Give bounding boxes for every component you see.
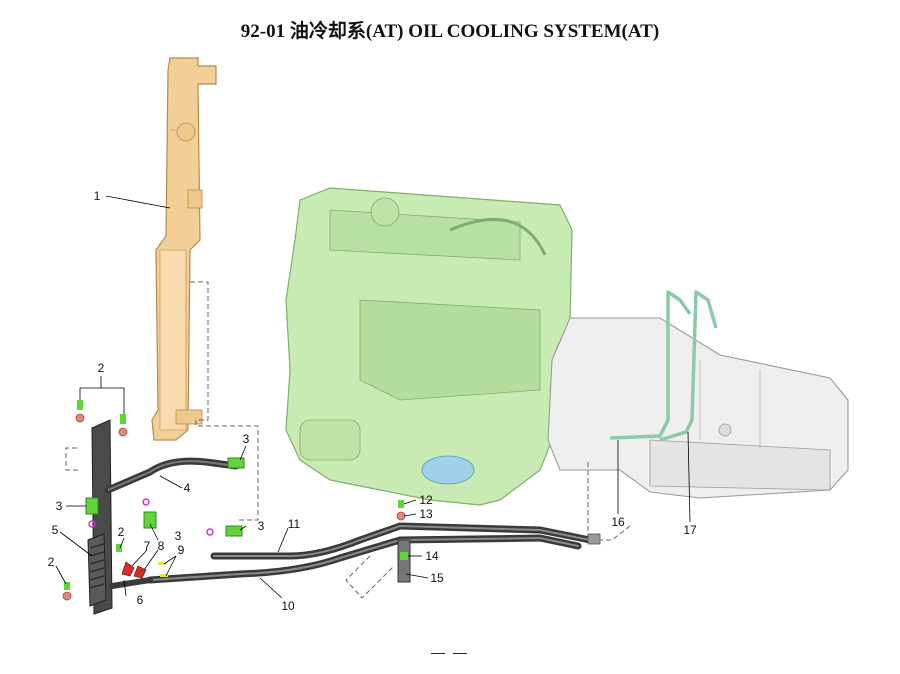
hose-4 xyxy=(104,457,240,494)
callout-3-upper: 3 xyxy=(243,432,250,446)
bolt-2a xyxy=(77,400,83,410)
clip-14 xyxy=(400,552,408,560)
pipes-10-11 xyxy=(109,522,594,589)
callout-5: 5 xyxy=(52,523,59,537)
callout-4: 4 xyxy=(184,481,191,495)
callout-15: 15 xyxy=(430,571,444,585)
callout-14: 14 xyxy=(425,549,439,563)
callout-13: 13 xyxy=(419,507,433,521)
callout-6: 6 xyxy=(137,593,144,607)
callout-12: 12 xyxy=(419,493,433,507)
bolt-12 xyxy=(398,500,404,508)
fitting-3-left xyxy=(85,497,99,515)
callout-10: 10 xyxy=(281,599,295,613)
clip-7 xyxy=(121,561,135,577)
callout-3-left: 3 xyxy=(56,499,63,513)
callout-16: 16 xyxy=(611,515,625,529)
fittings xyxy=(62,400,601,601)
oil-cooler xyxy=(87,419,113,615)
engine xyxy=(285,187,573,506)
leader-lines xyxy=(55,195,691,599)
callout-9: 9 xyxy=(178,543,185,557)
callout-11: 11 xyxy=(288,517,301,531)
washer-magenta-2 xyxy=(142,498,150,506)
callout-3-small: 3 xyxy=(175,529,182,543)
washer-magenta-1 xyxy=(206,528,214,536)
callout-7: 7 xyxy=(144,539,151,553)
callout-1: 1 xyxy=(94,189,101,203)
callout-3-mid: 3 xyxy=(258,519,265,533)
radiator xyxy=(151,57,217,441)
transmission xyxy=(547,317,849,499)
callout-2-bottom: 2 xyxy=(48,555,55,569)
diagram-title: 92-01 油冷却系(AT) OIL COOLING SYSTEM(AT) xyxy=(240,21,660,42)
bracket xyxy=(397,539,411,583)
bolt-2c xyxy=(116,544,122,552)
callout-2-top: 2 xyxy=(98,361,105,375)
callout-8: 8 xyxy=(158,539,165,553)
transmission-cooler-pipes xyxy=(609,290,718,442)
callout-17: 17 xyxy=(683,523,697,537)
washer-magenta-3 xyxy=(88,520,96,528)
fitting-3-small xyxy=(143,511,157,529)
fitting-3-upper xyxy=(227,457,245,469)
clip-8 xyxy=(133,565,147,579)
bolt-9b xyxy=(160,574,168,577)
page-footer: — — xyxy=(431,644,469,660)
bolt-2b xyxy=(120,414,126,424)
fitting-3-mid xyxy=(225,525,243,537)
bolt-2d xyxy=(64,582,70,590)
callout-labels: 1 2 2 2 3 3 3 3 4 5 6 7 8 9 10 11 12 13 … xyxy=(48,189,697,613)
bolt-9a xyxy=(158,562,166,565)
callout-2-mid: 2 xyxy=(118,525,125,539)
